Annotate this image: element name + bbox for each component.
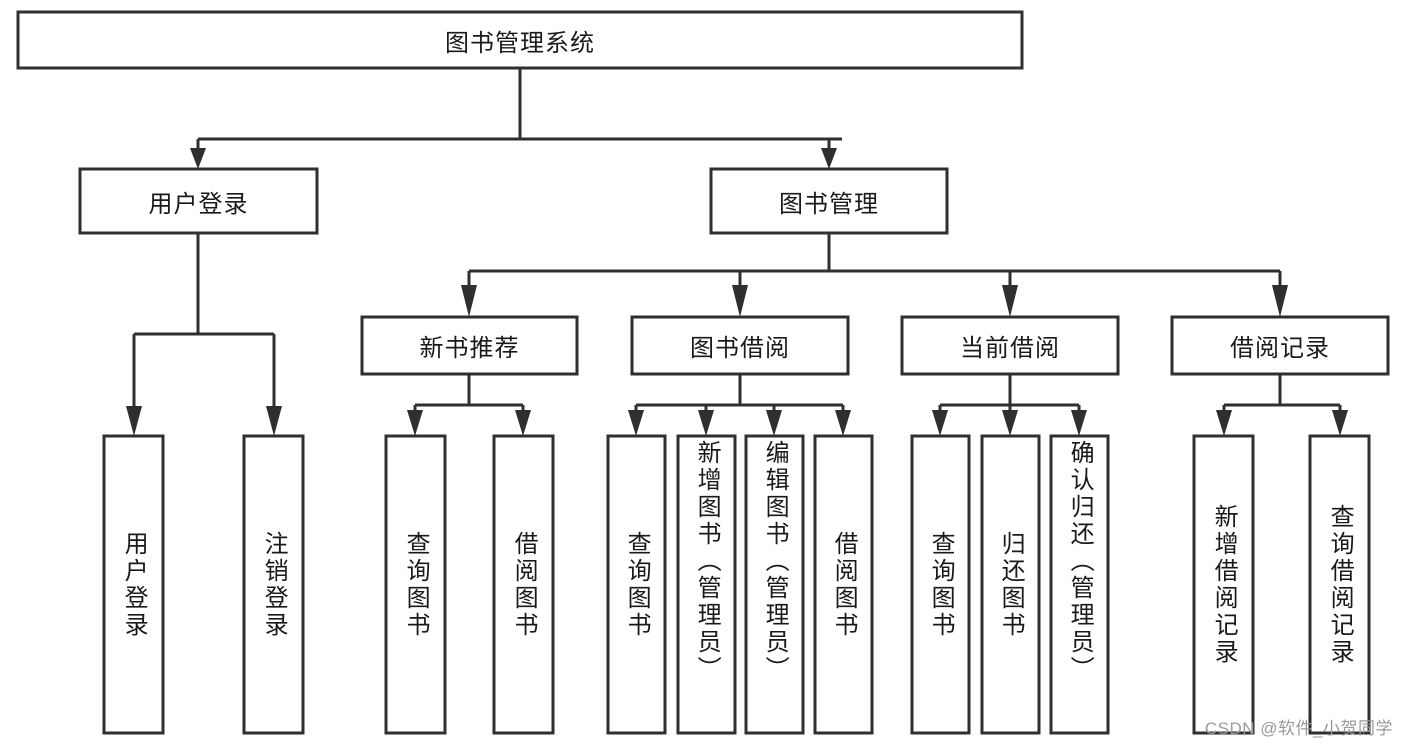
node-box-book-borrow[interactable]	[630, 315, 850, 376]
node-box-new-book-recommend[interactable]	[360, 315, 579, 376]
leaf-box-new-book-0[interactable]	[384, 434, 447, 735]
connector-book-mgmt-to-level3	[461, 233, 1288, 317]
leaf-box-user-login-0[interactable]	[102, 434, 165, 735]
connector-user-login-to-leaves	[126, 233, 282, 436]
leaf-box-current-borrow-2[interactable]	[1049, 434, 1110, 735]
csdn-watermark: CSDN @软件_小贺同学	[1204, 719, 1393, 738]
leaf-box-user-login-1[interactable]	[242, 434, 305, 735]
connector-new-book-to-leaves	[407, 374, 531, 436]
node-box-book-management[interactable]	[709, 167, 949, 235]
connector-book-borrow-to-leaves	[628, 374, 851, 436]
node-box-user-login[interactable]	[78, 167, 319, 235]
leaf-box-book-borrow-1[interactable]	[676, 434, 737, 735]
node-box-current-borrow[interactable]	[900, 315, 1120, 376]
leaf-box-current-borrow-0[interactable]	[910, 434, 971, 735]
leaf-box-borrow-record-1[interactable]	[1308, 434, 1371, 735]
leaf-box-book-borrow-3[interactable]	[813, 434, 874, 735]
leaf-box-current-borrow-1[interactable]	[980, 434, 1041, 735]
connector-root-to-level2	[190, 68, 842, 169]
node-box-root[interactable]	[16, 10, 1024, 70]
connector-current-borrow-to-leaves	[932, 374, 1087, 436]
leaf-box-book-borrow-2[interactable]	[744, 434, 805, 735]
leaf-box-book-borrow-0[interactable]	[606, 434, 667, 735]
node-box-borrow-record[interactable]	[1170, 315, 1390, 376]
leaf-box-borrow-record-0[interactable]	[1192, 434, 1255, 735]
leaf-box-new-book-1[interactable]	[492, 434, 555, 735]
connector-borrow-record-to-leaves	[1216, 374, 1348, 436]
